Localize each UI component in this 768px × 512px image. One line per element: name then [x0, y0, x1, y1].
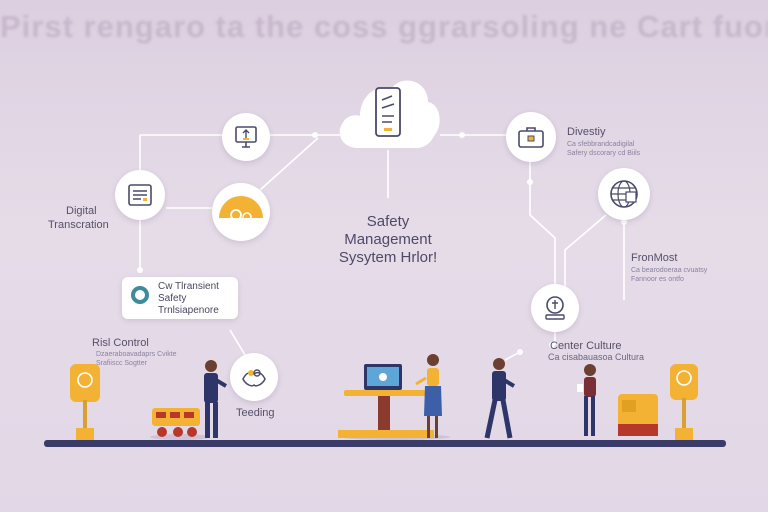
handshake-node — [230, 353, 278, 401]
cart-shadow — [150, 434, 210, 440]
cart-left — [152, 408, 200, 437]
gear-icon — [219, 196, 263, 222]
connector-dot — [459, 132, 465, 138]
label-risk-sub-2: Srafiiscc Sogtter — [96, 360, 147, 367]
shield-icon — [545, 296, 565, 320]
card-line-3: Trnlsiapenore — [158, 305, 219, 316]
right-lamp — [670, 364, 698, 440]
center-title-line-1: Safety — [366, 213, 410, 230]
label-diversity-sub-2: Safery dscorary cd Biils — [567, 150, 641, 157]
label-center-culture-sub: Ca cisabauasoa Cultura — [548, 352, 645, 362]
label-center-culture: Center Culture — [550, 340, 622, 352]
transient-safety-card: Cw Tlransient Safety Trnlsiapenore — [122, 277, 238, 319]
cloud-shape — [339, 80, 440, 148]
label-teeding: Teeding — [236, 407, 275, 419]
shield-node — [531, 284, 579, 332]
monitor-node — [222, 113, 270, 161]
cart-right — [618, 394, 658, 436]
person-walking — [484, 358, 516, 439]
mobile-device-icon — [375, 87, 401, 137]
connector-dot — [312, 132, 318, 138]
person-woman-right — [577, 364, 596, 436]
document-icon — [128, 184, 152, 206]
connector-dot — [527, 179, 533, 185]
label-risk-control: Risl Control — [92, 337, 149, 349]
person-left — [204, 360, 228, 438]
card-line-1: Cw Tlransient — [158, 281, 219, 292]
connector-dot — [621, 219, 627, 225]
left-lamp — [70, 364, 100, 440]
floor-line — [44, 440, 726, 447]
label-frontmost-sub-2: Fannoor es ontfo — [631, 276, 684, 283]
gear-node — [212, 183, 270, 241]
connector-dot — [517, 349, 523, 355]
ring-icon — [131, 286, 149, 304]
globe-icon — [610, 180, 638, 208]
label-transcration: Transcration — [48, 219, 109, 231]
label-risk-sub-1: Dzaeraboavadaprs Cvikte — [96, 351, 177, 358]
person-woman — [415, 354, 442, 438]
briefcase-icon — [518, 127, 544, 148]
connector-card-hands — [229, 329, 246, 356]
globe-node — [598, 168, 650, 220]
briefcase-node — [506, 112, 556, 162]
label-digital: Digital — [66, 205, 97, 217]
connector-brief-shield — [529, 160, 556, 290]
label-frontmost: FronMost — [631, 252, 678, 264]
connector-gear-cloud — [259, 137, 319, 191]
connector-dot — [137, 267, 143, 273]
monitor-icon — [235, 126, 257, 148]
connector-globe-shield — [564, 214, 607, 290]
handshake-icon — [242, 369, 266, 387]
document-node — [115, 170, 165, 220]
label-frontmost-sub-1: Ca bearodoeraa cvuatsy — [631, 267, 708, 274]
connector-dot — [549, 342, 555, 348]
center-title-line-3: Sysytem Hrlor! — [338, 249, 438, 266]
card-line-2: Safety — [158, 293, 187, 304]
label-diversity-sub-1: Ca sfebbrandcadigilal — [567, 141, 635, 148]
cloud-node — [336, 70, 442, 150]
center-title-line-2: Management — [344, 231, 432, 248]
center-title: Safety Management Sysytem Hrlor! — [318, 213, 458, 267]
standing-desk — [338, 364, 434, 438]
banner-heading: Pirst rengaro ta the coss ggrarsoling ne… — [0, 9, 768, 44]
label-diversity: Divestiy — [567, 126, 606, 138]
